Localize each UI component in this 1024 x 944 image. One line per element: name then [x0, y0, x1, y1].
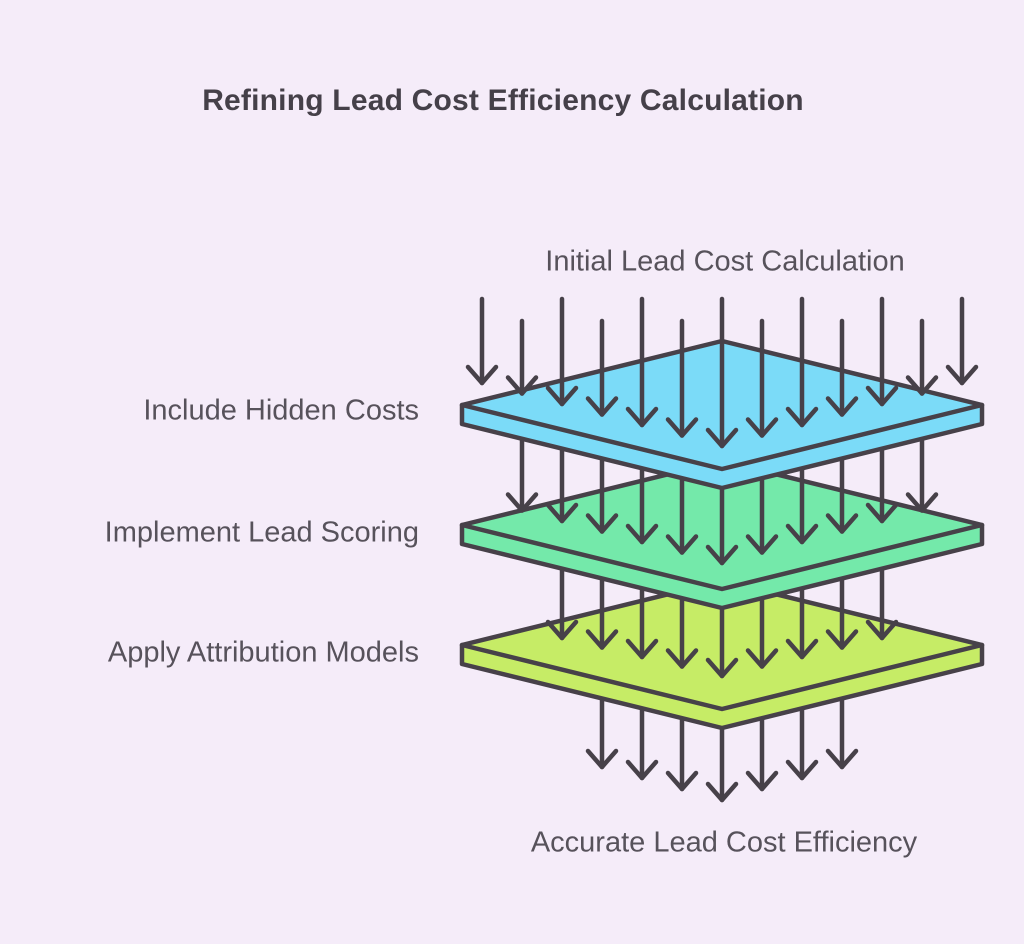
down-arrow-icon: [785, 296, 819, 428]
down-arrow-icon: [825, 318, 859, 417]
flow-arrow-set: [505, 421, 939, 566]
down-arrow-icon: [905, 318, 939, 396]
down-arrow-icon: [665, 318, 699, 438]
layer-label-apply-attribution-models: Apply Attribution Models: [107, 636, 419, 669]
layer-label-implement-lead-scoring: Implement Lead Scoring: [104, 516, 419, 549]
down-arrow-icon: [545, 296, 579, 407]
down-arrow-icon: [945, 296, 979, 386]
input-label: Initial Lead Cost Calculation: [545, 245, 905, 278]
down-arrow-icon: [505, 318, 539, 396]
down-arrow-icon: [625, 296, 659, 428]
down-arrow-icon: [865, 296, 899, 407]
output-label: Accurate Lead Cost Efficiency: [530, 826, 918, 859]
down-arrow-icon: [585, 318, 619, 417]
layer-label-include-hidden-costs: Include Hidden Costs: [143, 394, 419, 427]
down-arrow-icon: [465, 296, 499, 386]
down-arrow-icon: [745, 318, 779, 438]
down-arrow-icon: [705, 296, 739, 449]
page-title: Refining Lead Cost Efficiency Calculatio…: [202, 84, 804, 117]
flow-arrow-set: [465, 296, 979, 449]
